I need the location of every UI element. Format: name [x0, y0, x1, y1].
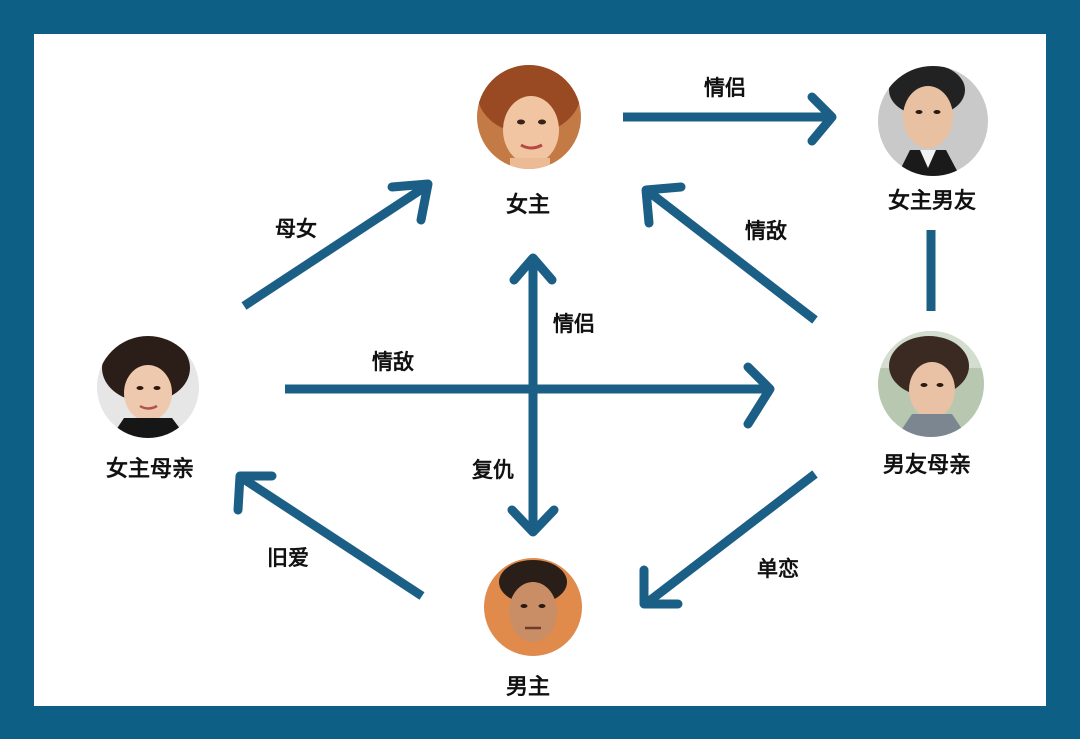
- node-heroine-mother[interactable]: 女主母亲: [92, 330, 204, 482]
- heroine-mother-label: 女主母亲: [106, 456, 194, 482]
- edge-label-unrequited: 单恋: [757, 557, 799, 581]
- diagram-card: 情侣 母女 情敌 情侣 情敌 复仇 旧爱 单恋 女主 女主男友: [34, 34, 1046, 706]
- node-heroine[interactable]: 女主: [470, 50, 590, 218]
- edge-heroine-to-boyfriend: [623, 92, 837, 146]
- relationship-diagram: 情侣 母女 情敌 情侣 情敌 复仇 旧爱 单恋 女主 女主男友: [92, 50, 995, 700]
- edge-mother-to-bfmother: [285, 362, 775, 429]
- edge-bfmother-to-heroine: [641, 182, 818, 324]
- edge-bfmother-to-hero: [639, 470, 818, 609]
- boyfriend-mother-label: 男友母亲: [883, 453, 971, 478]
- hero-avatar: [484, 558, 582, 656]
- edge-mother-to-heroine: [241, 179, 433, 310]
- edge-label-rival-center: 情敌: [372, 350, 414, 374]
- heroine-mother-avatar: [97, 336, 199, 438]
- edge-label-rival-right: 情敌: [745, 219, 787, 243]
- hero-label: 男主: [506, 675, 550, 700]
- heroine-avatar: [477, 65, 581, 169]
- edge-label-revenge: 复仇: [471, 458, 514, 482]
- node-heroine-boyfriend[interactable]: 女主男友: [875, 64, 995, 214]
- edge-label-mother-daughter: 母女: [275, 217, 317, 241]
- heroine-boyfriend-label: 女主男友: [888, 188, 976, 214]
- edge-hero-to-mother: [233, 471, 425, 600]
- edge-label-old-love: 旧爱: [267, 546, 309, 570]
- edge-heroine-hero-vertical: [507, 253, 559, 537]
- node-hero[interactable]: 男主: [482, 556, 586, 700]
- edge-label-couple-center: 情侣: [553, 312, 595, 336]
- edge-label-couple-top: 情侣: [704, 76, 746, 100]
- heroine-label: 女主: [506, 192, 550, 218]
- heroine-boyfriend-avatar: [878, 66, 988, 176]
- node-boyfriend-mother[interactable]: 男友母亲: [874, 328, 990, 478]
- boyfriend-mother-avatar: [878, 331, 984, 437]
